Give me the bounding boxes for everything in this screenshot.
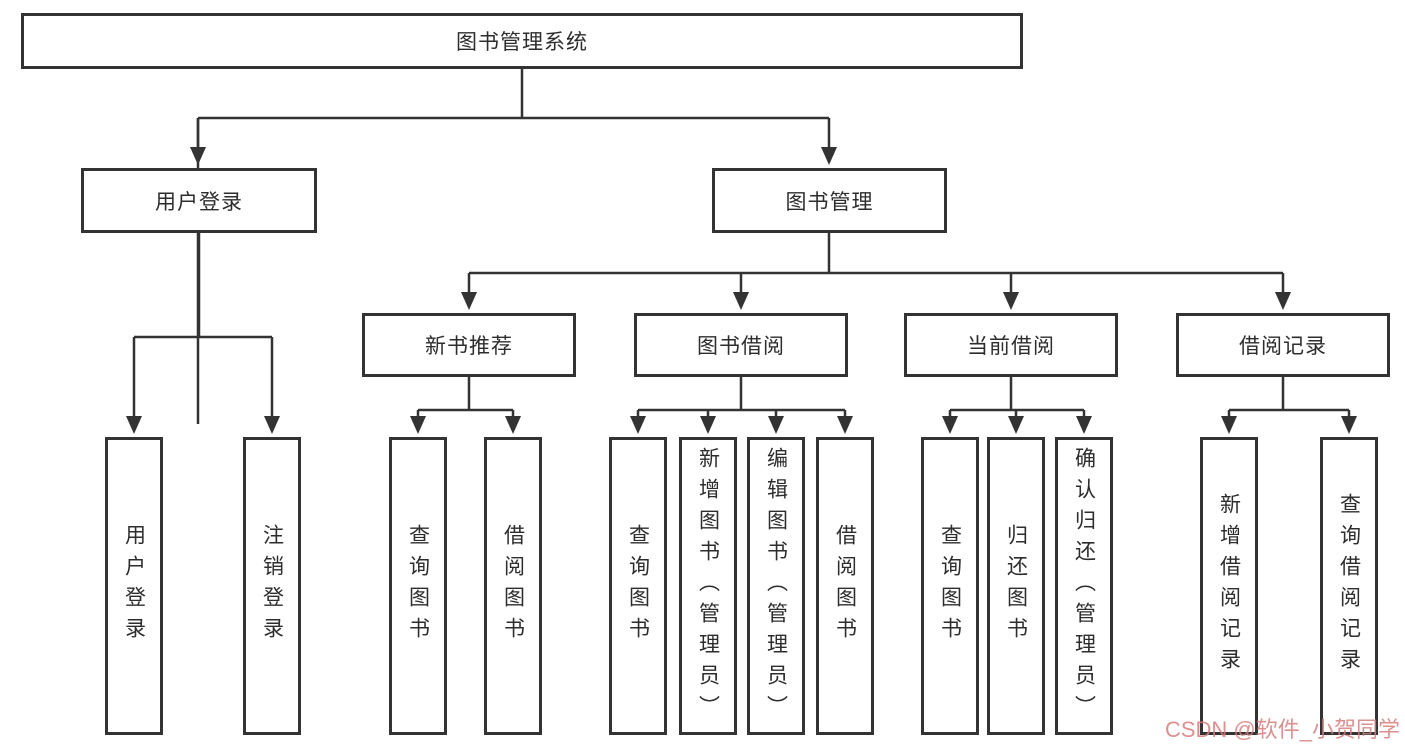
connector-userlogin-to-leaves [126,233,280,434]
leaf-borrow-query-books: 查询图书 [609,437,667,735]
connector-borrow-to-leaves [630,377,853,434]
node-current-borrow: 当前借阅 [904,313,1118,377]
leaf-add-borrow-record-label: 新增借阅记录 [1217,493,1241,679]
node-book-management-label: 图书管理 [785,190,874,214]
node-book-borrow-label: 图书借阅 [697,335,785,358]
connector-recommend-to-leaves [410,377,521,434]
leaf-current-query-books-label: 查询图书 [938,524,962,648]
leaf-recommend-borrow-books: 借阅图书 [484,437,542,735]
leaf-borrow-books-label: 借阅图书 [833,524,857,648]
leaf-recommend-query-books: 查询图书 [389,437,447,735]
leaf-add-books-admin-label: 新增图书（管理员） [696,446,720,726]
leaf-add-borrow-record: 新增借阅记录 [1200,437,1258,735]
leaf-logout-label: 注销登录 [260,524,284,648]
node-borrow-record-label: 借阅记录 [1239,335,1327,358]
node-root-system: 图书管理系统 [21,13,1023,69]
leaf-return-books: 归还图书 [987,437,1045,735]
leaf-edit-books-admin: 编辑图书（管理员） [747,437,805,735]
node-book-borrow: 图书借阅 [634,313,848,377]
leaf-current-query-books: 查询图书 [921,437,979,735]
node-current-borrow-label: 当前借阅 [967,335,1055,358]
leaf-confirm-return-admin: 确认归还（管理员） [1055,437,1113,735]
node-root-system-label: 图书管理系统 [456,31,588,54]
connector-current-to-leaves [942,377,1092,434]
leaf-query-borrow-record: 查询借阅记录 [1320,437,1378,735]
leaf-recommend-borrow-books-label: 借阅图书 [501,524,525,648]
leaf-logout: 注销登录 [243,437,301,735]
leaf-user-login-label: 用户登录 [122,524,146,648]
connector-record-to-leaves [1221,377,1357,434]
connector-bookmgmt-to-level3 [461,233,1291,310]
leaf-return-books-label: 归还图书 [1004,524,1028,648]
node-borrow-record: 借阅记录 [1176,313,1390,377]
leaf-edit-books-admin-label: 编辑图书（管理员） [764,446,788,726]
leaf-recommend-query-books-label: 查询图书 [406,524,430,648]
node-new-book-recommend-label: 新书推荐 [425,335,513,358]
leaf-query-borrow-record-label: 查询借阅记录 [1337,493,1361,679]
node-user-login-label: 用户登录 [155,190,243,214]
leaf-add-books-admin: 新增图书（管理员） [679,437,737,735]
leaf-borrow-books: 借阅图书 [816,437,874,735]
leaf-borrow-query-books-label: 查询图书 [626,524,650,648]
node-book-management: 图书管理 [712,168,947,233]
leaf-confirm-return-admin-label: 确认归还（管理员） [1072,446,1096,726]
connector-root-to-level2 [190,69,837,424]
node-user-login: 用户登录 [81,168,317,233]
leaf-user-login: 用户登录 [105,437,163,735]
node-new-book-recommend: 新书推荐 [362,313,576,377]
